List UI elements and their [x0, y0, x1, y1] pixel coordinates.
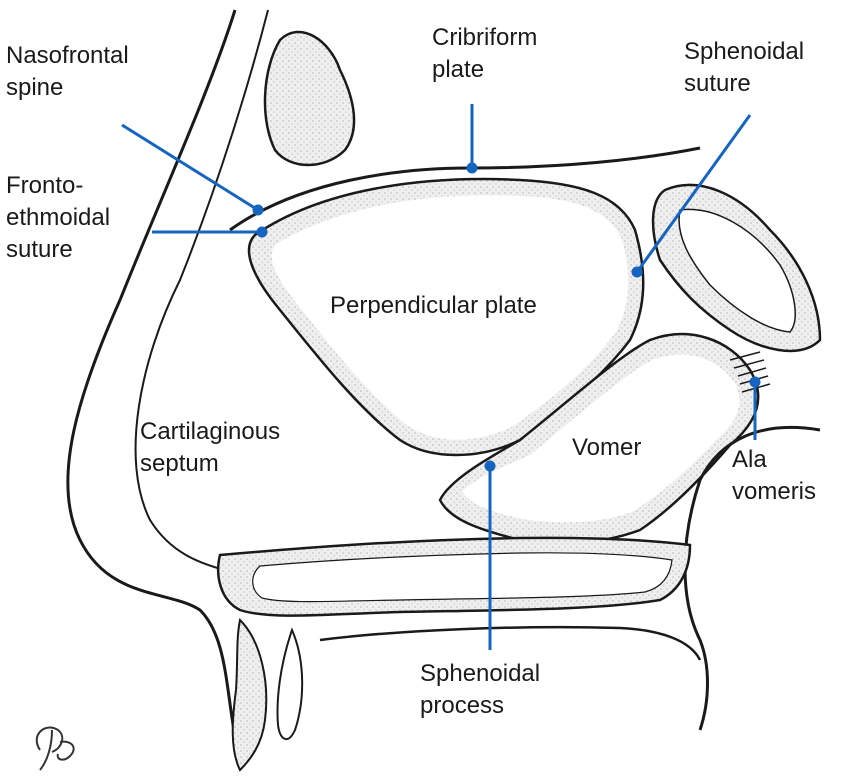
nose-inner-outline	[136, 10, 268, 575]
label-cribriform-plate: Cribriform plate	[432, 22, 537, 86]
label-vomer: Vomer	[572, 432, 641, 464]
label-perpendicular-plate: Perpendicular plate	[330, 290, 537, 322]
label-frontoethmoidal-suture: Fronto- ethmoidal suture	[6, 170, 110, 266]
label-cartilaginous-septum: Cartilaginous septum	[140, 416, 280, 480]
incisor-tooth	[278, 630, 303, 739]
label-sphenoidal-process: Sphenoidal process	[420, 658, 540, 722]
frontal-sinus	[265, 32, 354, 165]
nose-outline	[68, 10, 240, 760]
leader-nasofrontal-spine	[122, 125, 258, 210]
artist-signature	[37, 728, 74, 770]
incisor-region	[233, 620, 267, 770]
oral-outline	[320, 627, 700, 660]
label-ala-vomeris: Ala vomeris	[732, 444, 816, 508]
label-sphenoidal-suture: Sphenoidal suture	[684, 36, 804, 100]
label-nasofrontal-spine: Nasofrontal spine	[6, 40, 129, 104]
